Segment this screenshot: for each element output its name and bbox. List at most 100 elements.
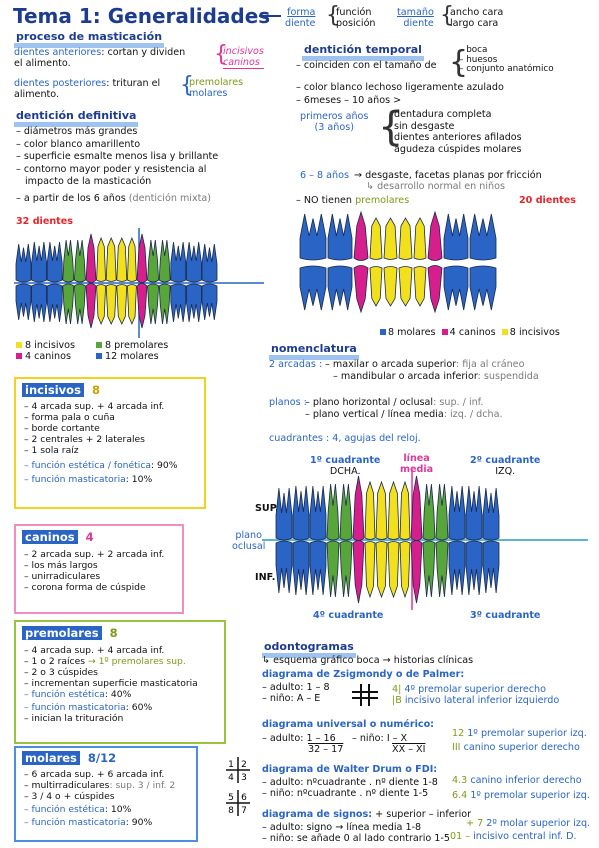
linea-media-label: línea media [400,453,434,475]
arcadas-list: – maxilar o arcada superior: fija al crá… [325,359,539,382]
perm-upper-canino-10 [136,233,148,283]
posteriores-brace: { [180,73,194,98]
plano-oclusal-label: plano oclusal [232,530,266,552]
primeros-brace: { [378,104,404,150]
temp-upper-incisivo-3 [369,217,383,260]
nomenclatura-heading: nomenclatura [269,342,359,360]
definitiva-list: – diámetros más grandes – color blanco a… [16,126,219,204]
quad-upper-incisivo-7 [375,480,388,540]
posteriores-line: dientes posteriores: trituran el [14,78,161,89]
forma-brace: { [326,3,340,28]
perm-upper-premolar-11 [147,239,160,283]
fdi-examples: 4.3 canino inferior derecho 6.4 1º premo… [452,775,590,801]
perm-upper-premolar-3 [62,239,75,283]
fdi-grid2-q7: 7 [241,806,247,816]
universal-examples: 12 1º premolar superior izq. III canino … [452,728,587,753]
quad-upper-premolar-12 [435,483,449,541]
quad-upper-molar-15 [482,487,500,541]
temporal-coinciden: – coinciden con el tamaño de [296,60,437,71]
primeros-label: primeros años (3 años) [300,111,369,133]
sup-label: SUP. [255,503,279,514]
zsigmondy-title: diagrama de Zsigmondy o de Palmer: [262,669,465,680]
perm-lower-premolar-3 [62,283,75,325]
temporal-heading: dentición temporal [302,43,424,61]
forma-label: forma diente [285,7,316,29]
perm-upper-incisivo-8 [116,236,128,282]
incisivos-title: incisivos [22,383,84,397]
quad-lower-premolar-11 [422,540,436,598]
quad-upper-premolar-11 [422,483,436,541]
tamano-brace: { [440,3,454,28]
signos-examples: + 7 2º molar superior izq. 01 – incisivo… [450,818,591,842]
posteriores-line2: alimento. [14,89,60,100]
q1-label: 1º cuadrante DCHA. [310,455,381,477]
temporal-color: – color blanco lechoso ligeramente azula… [296,82,504,93]
quad-lower-premolar-4 [339,540,353,598]
quad-upper-canino-10 [410,475,423,541]
fdi-grid2-q6: 6 [241,793,247,803]
signos-title: diagrama de signos: + superior – inferio… [262,809,472,820]
q4-label: 4º cuadrante [313,610,384,621]
planos-list: – plano horizontal / oclusal: sup. / inf… [305,397,503,420]
quad-lower-incisivo-6 [364,541,376,599]
perm-upper-molar-14 [185,241,202,283]
temp-lower-molar-8 [443,265,469,311]
universal-rows: – adulto: 1 – 16 32 – 17 [262,733,344,755]
universal-title: diagrama universal o numérico: [262,719,434,730]
caninos-title: caninos [22,530,78,544]
tamano-items: ancho cara largo cara [450,7,504,29]
q2-label: 2º cuadrante IZQ. [470,455,541,477]
primary-teeth-diagram [299,210,497,314]
masticacion-heading: proceso de masticación [14,30,165,48]
quad-lower-molar-1 [292,540,310,596]
odontograma-esquema: ↳ esquema gráfico boca → historias clíni… [262,655,474,666]
posteriores-tags: premolares molares [189,77,244,99]
perm-upper-incisivo-6 [96,236,107,282]
no-tienen: – NO tienen premolares [296,195,410,206]
quad-upper-molar-0 [275,487,293,541]
molares-title: molares [22,751,80,765]
definitiva-count: 32 dientes [16,216,73,227]
perm-lower-premolar-4 [73,283,86,325]
anteriores-line2: el alimento. [14,58,71,69]
perm-upper-molar-13 [170,241,187,283]
perm-upper-molar-15 [201,243,218,283]
fdi-grid2-q8: 8 [228,806,234,816]
zsigmondy-examples: 4| 4º premolar superior derecho |B incis… [392,684,560,706]
forma-items: función posición [336,7,376,29]
temp-lower-incisivo-5 [398,266,413,307]
caninos-box: caninos 4 – 2 arcada sup. + 2 arcada inf… [14,524,184,614]
temporal-coinciden-items: – boca – huesos – conjunto anatómico [459,45,554,74]
quad-upper-molar-13 [448,485,466,541]
perm-lower-molar-15 [201,283,218,321]
quad-lower-premolar-12 [435,540,449,598]
quad-upper-molar-14 [465,485,483,541]
temporal-brace: { [449,45,469,80]
quad-lower-molar-0 [275,540,293,594]
quad-lower-molar-13 [448,540,466,596]
fdi-grid2-q5: 5 [228,793,234,803]
temporal-edad: – 6meses – 10 años > [296,95,402,106]
temp-lower-incisivo-3 [369,266,383,307]
anteriores-line: dientes anteriores: cortan y dividen [14,47,186,58]
fdi-grid1-q4: 4 [228,773,234,783]
temp-upper-molar-9 [469,213,497,261]
perm-lower-molar-2 [46,283,63,323]
quad-lower-premolar-3 [326,540,340,598]
premolares-title: premolares [22,626,102,640]
anteriores-tags: incisivos caninos [223,46,264,69]
quad-lower-incisivo-9 [399,541,411,599]
temp-lower-molar-0 [299,265,327,311]
perm-lower-incisivo-7 [105,284,117,325]
zsigmondy-cross-icon [352,684,378,706]
temp-upper-molar-0 [299,213,327,261]
quad-lower-incisivo-8 [387,541,400,599]
quad-upper-incisivo-8 [387,480,400,540]
legend-definitiva-2: 8 premolares 12 molares [96,340,168,362]
fdi-title: diagrama de Walter Drum o FDI: [262,764,438,775]
temp-upper-canino-2 [353,210,369,261]
fdi-grid1-q3: 3 [241,773,247,783]
perm-upper-premolar-12 [158,239,171,283]
universal-nino: – niño: I – X XX – XI [352,733,426,755]
temp-upper-canino-7 [427,210,443,261]
